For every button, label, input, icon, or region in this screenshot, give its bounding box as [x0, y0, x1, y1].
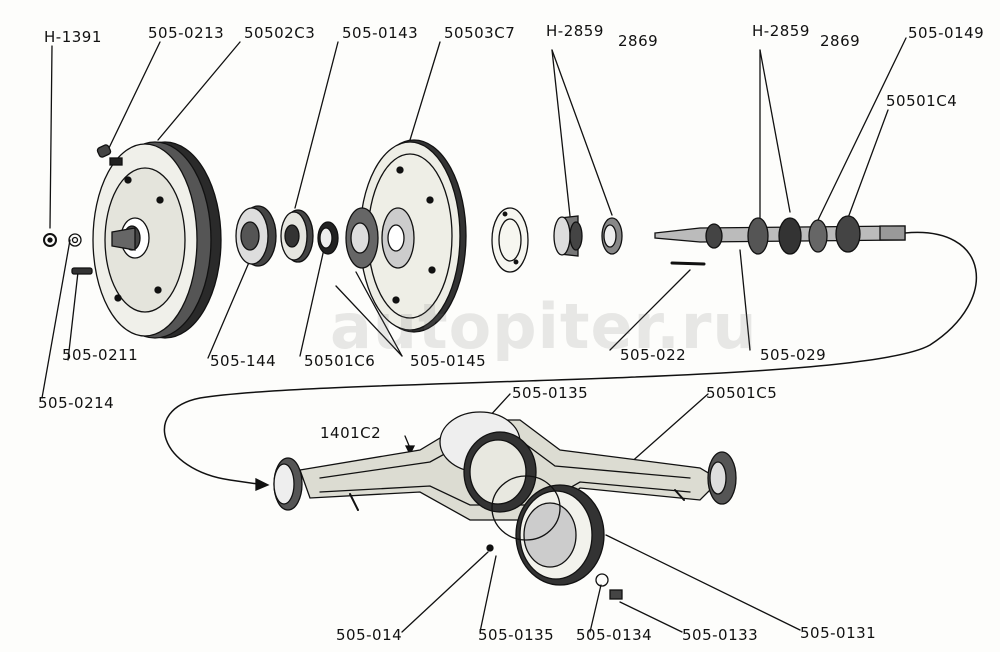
- label-505-0213: 505-0213: [148, 24, 225, 42]
- label-505-0134: 505-0134: [576, 626, 653, 644]
- rear-cover: [486, 475, 623, 600]
- flange-plate: [345, 139, 467, 333]
- watermark: autopiter.ru: [330, 290, 758, 363]
- label-h-2859-left: H-2859: [546, 22, 604, 40]
- label-505-029: 505-029: [760, 346, 827, 364]
- label-505-0135-bottom: 505-0135: [478, 626, 555, 644]
- pulley-disc: [92, 141, 222, 339]
- label-505-0211: 505-0211: [62, 346, 139, 364]
- label-h-2859-right: H-2859: [752, 22, 810, 40]
- label-505-0145: 505-0145: [410, 352, 487, 370]
- arrow-head-icon: [255, 477, 270, 491]
- label-2869-right: 2869: [820, 32, 861, 50]
- label-2869-left: 2869: [618, 32, 659, 50]
- small-parts-left: [43, 144, 112, 275]
- label-50503c7: 50503C7: [444, 24, 516, 42]
- label-505-022: 505-022: [620, 346, 687, 364]
- label-h-1391: H-1391: [44, 28, 102, 46]
- pinion-shaft: [654, 215, 906, 255]
- gasket-ring: [491, 207, 529, 273]
- label-505-0214: 505-0214: [38, 394, 115, 412]
- label-505-0149: 505-0149: [908, 24, 985, 42]
- label-505-0133: 505-0133: [682, 626, 759, 644]
- label-50502c3: 50502C3: [244, 24, 316, 42]
- label-50501c4: 50501C4: [886, 92, 958, 110]
- label-505-0131: 505-0131: [800, 624, 877, 642]
- roller-bearings: [553, 215, 623, 257]
- label-505-0135-top: 505-0135: [512, 384, 589, 402]
- label-505-0143: 505-0143: [342, 24, 419, 42]
- label-505-014: 505-014: [336, 626, 403, 644]
- seal-and-bearings: [235, 205, 339, 267]
- label-505-144: 505-144: [210, 352, 277, 370]
- label-1401c2: 1401C2: [320, 424, 382, 442]
- label-50501c5: 50501C5: [706, 384, 778, 402]
- leader-lines: [41, 37, 907, 633]
- label-50501c6: 50501C6: [304, 352, 376, 370]
- axle-housing: [273, 411, 737, 521]
